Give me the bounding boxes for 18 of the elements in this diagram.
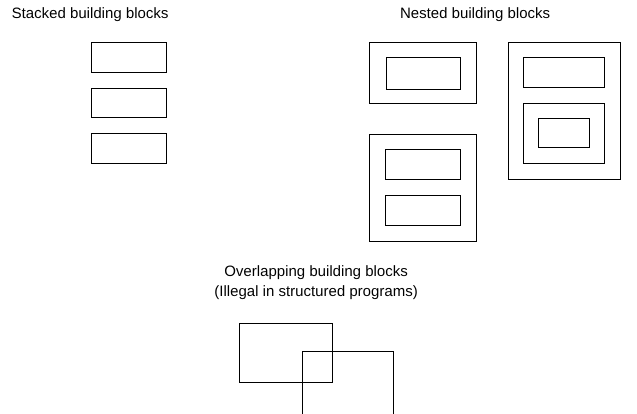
- block-rectangle: [385, 149, 461, 180]
- block-rectangle: [369, 134, 477, 242]
- block-rectangle: [523, 57, 605, 88]
- block-rectangle: [369, 42, 477, 104]
- block-rectangle: [91, 133, 167, 164]
- block-rectangle: [302, 351, 394, 414]
- section-heading: Overlapping building blocks: [223, 262, 409, 282]
- block-rectangle: [386, 57, 461, 90]
- section-heading: Stacked building blocks: [10, 4, 170, 24]
- section-heading: Nested building blocks: [398, 4, 552, 24]
- block-rectangle: [239, 323, 333, 383]
- block-rectangle: [508, 42, 621, 180]
- block-rectangle: [523, 103, 605, 164]
- block-rectangle: [538, 118, 590, 148]
- block-rectangle: [385, 195, 461, 226]
- block-rectangle: [91, 88, 167, 118]
- block-rectangle: [91, 42, 167, 73]
- section-heading: (Illegal in structured programs): [213, 282, 419, 302]
